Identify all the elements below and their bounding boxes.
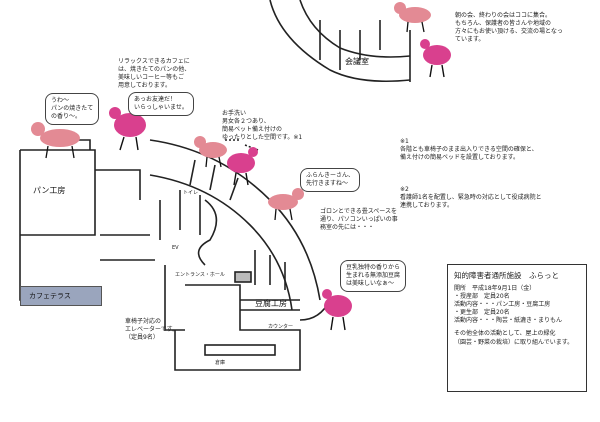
hall-label: エントランス・ホール (175, 272, 225, 278)
facility-info-box: 知的障害者通所施設 ふらっと 開所 平成18年9月1日（金） ・授産部 定員20… (447, 264, 587, 392)
toilet-note: お手洗い 男女各２つあり、 簡易ベット備え付けの ゆったりとした空間です。※1 (222, 110, 303, 142)
pink-chicken-icon-4 (322, 289, 352, 331)
friend-bubble: あっお友達だ！ いらっしゃいませ。 (128, 92, 194, 117)
facility-title: 知的障害者通所施設 ふらっと (454, 271, 559, 280)
cafe-terrace: カフェテラス (20, 286, 102, 306)
bread-smell-bubble: うわ～ パンの焼きたて の香り～。 (45, 93, 100, 126)
counter-label: カウンター (268, 324, 294, 330)
open-date: 開所 平成18年9月1日（金） (454, 285, 536, 292)
info-line: 活動内容・・・陶芸・紙漉き・まりもん (454, 317, 563, 325)
meeting-note: 朝の会、終わりの会はココに集合。 もちろん、保護者の皆さんや地域の 方々にもお使… (455, 12, 563, 44)
pink-dog-icon-4 (394, 2, 431, 33)
elevator-note: 車椅子対応の エレベーターです。 （定員9名） (125, 318, 179, 342)
toilet-label: トイレ (183, 190, 199, 196)
pink-chicken-icon-3 (227, 147, 258, 186)
info-line: 活動内容・・・パン工房・豆腐工房 (454, 301, 551, 309)
pink-chicken-icon-2 (420, 39, 451, 78)
meeting-room-label: 会議室 (345, 57, 369, 66)
pink-dog-icon-3 (268, 188, 304, 221)
info-line: ・授産部 定員20名 (454, 293, 510, 301)
bakery-walls (20, 149, 96, 236)
storage-label: 倉庫 (215, 360, 226, 366)
info-extra: その他全体の活動として、屋上の緑化 （園芸・野菜の栽培）に取り組んでいます。 (454, 330, 574, 346)
footnote-1: ※1 各階とも車椅子のまま出入りできる空間の確保と、 備え付けの簡易ベッドを設置… (400, 138, 538, 162)
footnote-2: ※2 看護師1名を配置し、緊急時の対応として役成病院と 連携しております。 (400, 186, 542, 210)
tofu-room-label: 豆腐工房 (255, 299, 287, 308)
tofu-smell-bubble: 豆乳独特の香りから 生まれる無添加豆腐 は美味しいなぁ～ (340, 260, 407, 293)
bakery-label: パン工房 (33, 186, 66, 195)
ev-label: EV (172, 245, 179, 251)
info-line: ・更生部 定員20名 (454, 309, 510, 317)
nap-space-note: ゴロンとできる畳スペースを 通り、パソコンいっぱいの事 務室の先には・・・ (320, 208, 398, 232)
pink-chicken-icon (109, 107, 146, 151)
cafe-terrace-label: カフェテラス (29, 292, 71, 300)
pink-dog-icon (31, 122, 80, 159)
cafe-note: リラックスできるカフェに は、焼きたてのパンの他、 美味しいコーヒー等もご 用意… (118, 58, 191, 90)
go-ahead-bubble: ふらんきーさん、 先行きますね～ (300, 168, 361, 193)
pink-dog-icon-2 (194, 136, 227, 168)
